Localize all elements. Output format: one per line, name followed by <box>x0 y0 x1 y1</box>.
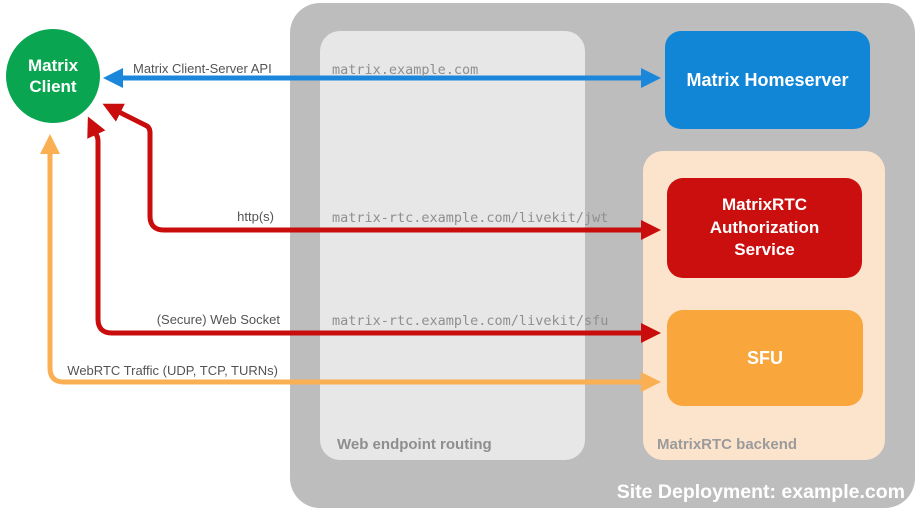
http-arrow-label: http(s) <box>237 209 274 224</box>
web-endpoint-routing-region <box>320 31 585 460</box>
matrix-homeserver-node: Matrix Homeserver <box>665 31 870 129</box>
sfu-label: SFU <box>747 347 783 368</box>
sfu-route-url: matrix-rtc.example.com/livekit/sfu <box>332 313 609 329</box>
matrix-client-label-line2: Client <box>29 77 77 96</box>
jwt-route-url: matrix-rtc.example.com/livekit/jwt <box>332 210 609 226</box>
websocket-arrow-label: (Secure) Web Socket <box>156 312 280 327</box>
matrix-homeserver-label: Matrix Homeserver <box>686 69 849 90</box>
matrixrtc-backend-label: MatrixRTC backend <box>657 436 798 453</box>
sfu-node: SFU <box>667 310 863 406</box>
matrixrtc-authorization-service-node: MatrixRTC Authorization Service <box>667 178 862 278</box>
client-server-api-arrow-label: Matrix Client-Server API <box>133 61 272 76</box>
matrix-client-node: Matrix Client <box>6 29 100 123</box>
webrtc-arrow-label: WebRTC Traffic (UDP, TCP, TURNs) <box>67 363 278 378</box>
web-endpoint-routing-label: Web endpoint routing <box>337 436 492 453</box>
matrixrtc-authorization-service-label: MatrixRTC Authorization Service <box>709 195 820 260</box>
homeserver-route-url: matrix.example.com <box>332 62 479 78</box>
site-deployment-label: Site Deployment: example.com <box>616 481 905 503</box>
matrix-client-label-line1: Matrix <box>27 55 79 75</box>
